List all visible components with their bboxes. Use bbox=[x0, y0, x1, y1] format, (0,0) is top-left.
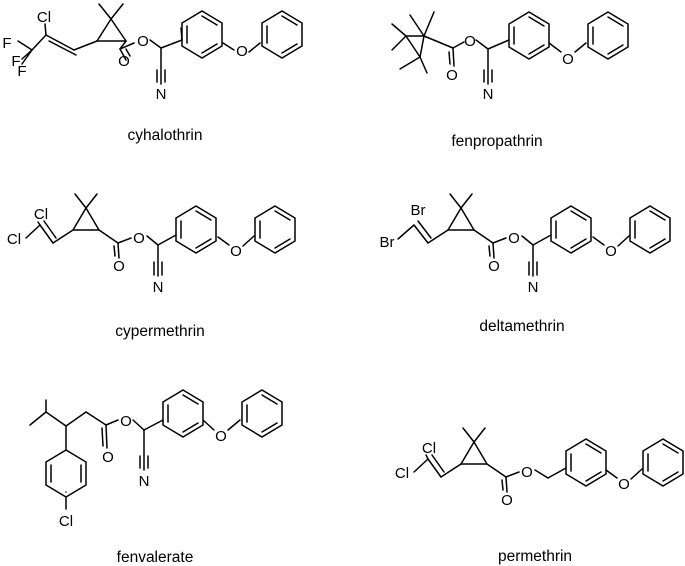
phenoxy-ring bbox=[241, 389, 283, 438]
atom-label: O bbox=[446, 67, 458, 84]
atom-label: N bbox=[156, 86, 167, 103]
atom-label: O bbox=[464, 33, 476, 50]
atom-label: O bbox=[230, 243, 242, 260]
compound-name: deltamethrin bbox=[479, 318, 564, 335]
phenoxy-ring bbox=[261, 10, 303, 59]
atom-label: Br bbox=[380, 234, 395, 251]
benzene-ring bbox=[550, 205, 592, 254]
atom-label: Cl bbox=[37, 9, 51, 26]
structure-fenvalerate: O O O N Cl fenvalerate bbox=[29, 389, 283, 566]
atom-label: N bbox=[139, 473, 150, 490]
benzene-ring bbox=[162, 389, 204, 438]
structure-deltamethrin: Br Br O O O N deltamethrin bbox=[380, 193, 671, 335]
phenoxy-ring bbox=[642, 438, 684, 487]
phenoxy-ring bbox=[587, 11, 629, 60]
atom-label: O bbox=[562, 51, 574, 68]
atom-label: O bbox=[618, 476, 630, 493]
structure-cyhalothrin: Cl F F F O O O N cyhalothrin bbox=[2, 3, 303, 144]
benzene-ring bbox=[175, 205, 217, 254]
compound-name: cyhalothrin bbox=[128, 127, 203, 144]
atom-label: O bbox=[137, 33, 149, 50]
atom-label: Br bbox=[411, 202, 426, 219]
atom-label: O bbox=[118, 53, 130, 70]
compound-name: permethrin bbox=[498, 548, 572, 565]
bonds bbox=[25, 193, 255, 277]
atom-label: O bbox=[605, 243, 617, 260]
structure-permethrin: Cl Cl O O O permethrin bbox=[395, 427, 684, 565]
bonds bbox=[391, 11, 587, 85]
atom-label: O bbox=[133, 230, 145, 247]
benzene-ring bbox=[565, 438, 607, 487]
atom-label: Cl bbox=[422, 440, 436, 457]
phenoxy-ring bbox=[629, 205, 671, 254]
structure-cypermethrin: Cl Cl O O O N cypermethrin bbox=[7, 193, 296, 340]
bonds bbox=[413, 427, 643, 493]
atom-label: O bbox=[501, 492, 513, 509]
atom-label: O bbox=[102, 449, 114, 466]
phenoxy-ring bbox=[254, 205, 296, 254]
benzene-ring bbox=[508, 11, 550, 60]
structure-fenpropathrin: O O O N fenpropathrin bbox=[391, 11, 629, 150]
atom-label: O bbox=[215, 428, 227, 445]
bonds bbox=[17, 3, 261, 85]
bonds bbox=[29, 399, 241, 510]
atom-label: F bbox=[17, 63, 26, 80]
atom-label: F bbox=[2, 35, 11, 52]
atom-label: N bbox=[483, 86, 494, 103]
atom-label: O bbox=[521, 464, 533, 481]
atom-label: Cl bbox=[34, 206, 48, 223]
atom-label: O bbox=[113, 258, 125, 275]
bonds bbox=[397, 193, 630, 277]
chlorophenyl-ring bbox=[45, 449, 87, 498]
atom-label: O bbox=[488, 258, 500, 275]
atom-label: Cl bbox=[395, 465, 409, 482]
atom-label: O bbox=[508, 230, 520, 247]
benzene-ring bbox=[181, 10, 223, 59]
atom-label: N bbox=[528, 279, 539, 296]
atom-label: Cl bbox=[7, 231, 21, 248]
compound-name: cypermethrin bbox=[115, 323, 205, 340]
compound-name: fenpropathrin bbox=[451, 133, 542, 150]
compound-name: fenvalerate bbox=[117, 549, 194, 566]
atom-label: F bbox=[11, 53, 20, 70]
atom-label: O bbox=[120, 413, 132, 430]
atom-label: Cl bbox=[59, 513, 73, 530]
atom-label: O bbox=[236, 43, 248, 60]
atom-label: N bbox=[153, 279, 164, 296]
